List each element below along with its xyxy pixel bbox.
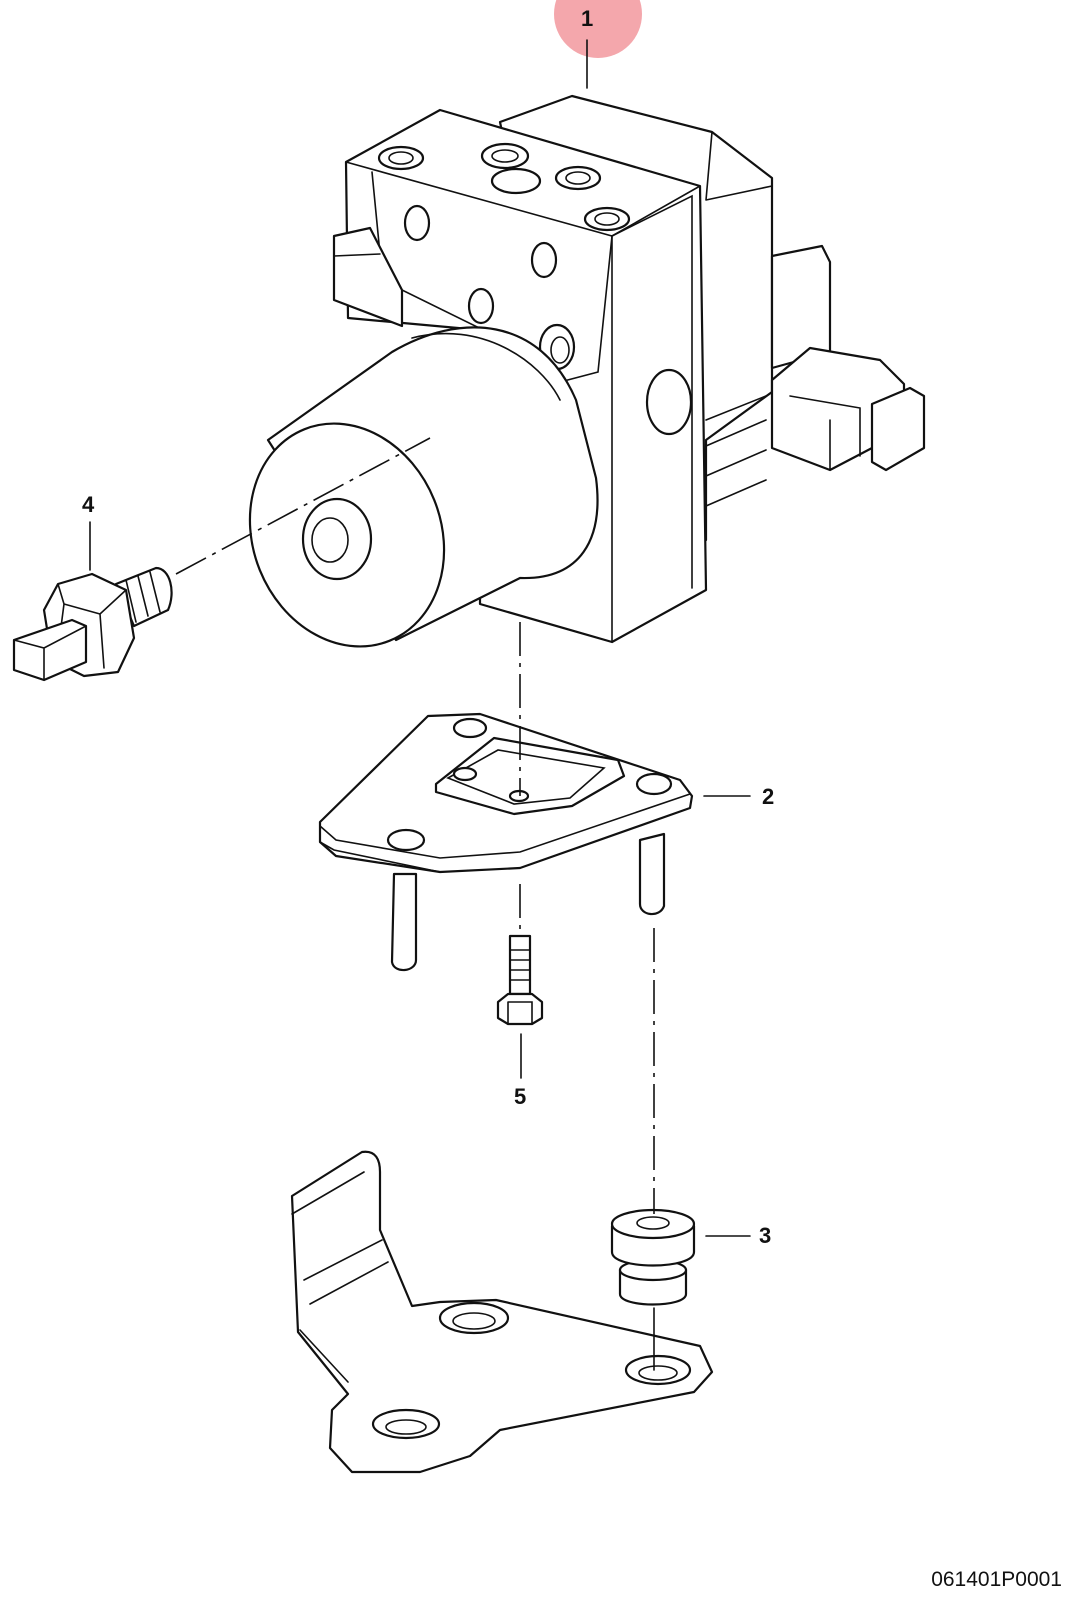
part-4-pressure-sensor[interactable] <box>12 566 173 682</box>
callout-3-label: 3 <box>759 1223 771 1248</box>
assembly-lines <box>175 437 655 1371</box>
callout-4-label: 4 <box>82 492 95 517</box>
callout-2-label: 2 <box>762 784 774 809</box>
callout-3[interactable]: 3 <box>705 1223 771 1248</box>
callout-5[interactable]: 5 <box>514 1033 526 1109</box>
part-2-mounting-bracket[interactable] <box>318 712 694 972</box>
callout-4[interactable]: 4 <box>82 492 95 571</box>
part-3-rubber-mount[interactable] <box>610 1208 696 1306</box>
callout-1-label: 1 <box>581 6 593 31</box>
part-1-abs-hydraulic-unit[interactable] <box>217 94 926 676</box>
lower-support-bracket <box>290 1150 714 1474</box>
callout-5-label: 5 <box>514 1084 526 1109</box>
callout-2[interactable]: 2 <box>703 784 774 809</box>
diagram-reference-code: 061401P0001 <box>931 1568 1062 1591</box>
part-5-bolt[interactable] <box>496 934 544 1026</box>
callout-1[interactable]: 1 <box>554 0 642 89</box>
callout-1-highlight <box>554 0 642 58</box>
